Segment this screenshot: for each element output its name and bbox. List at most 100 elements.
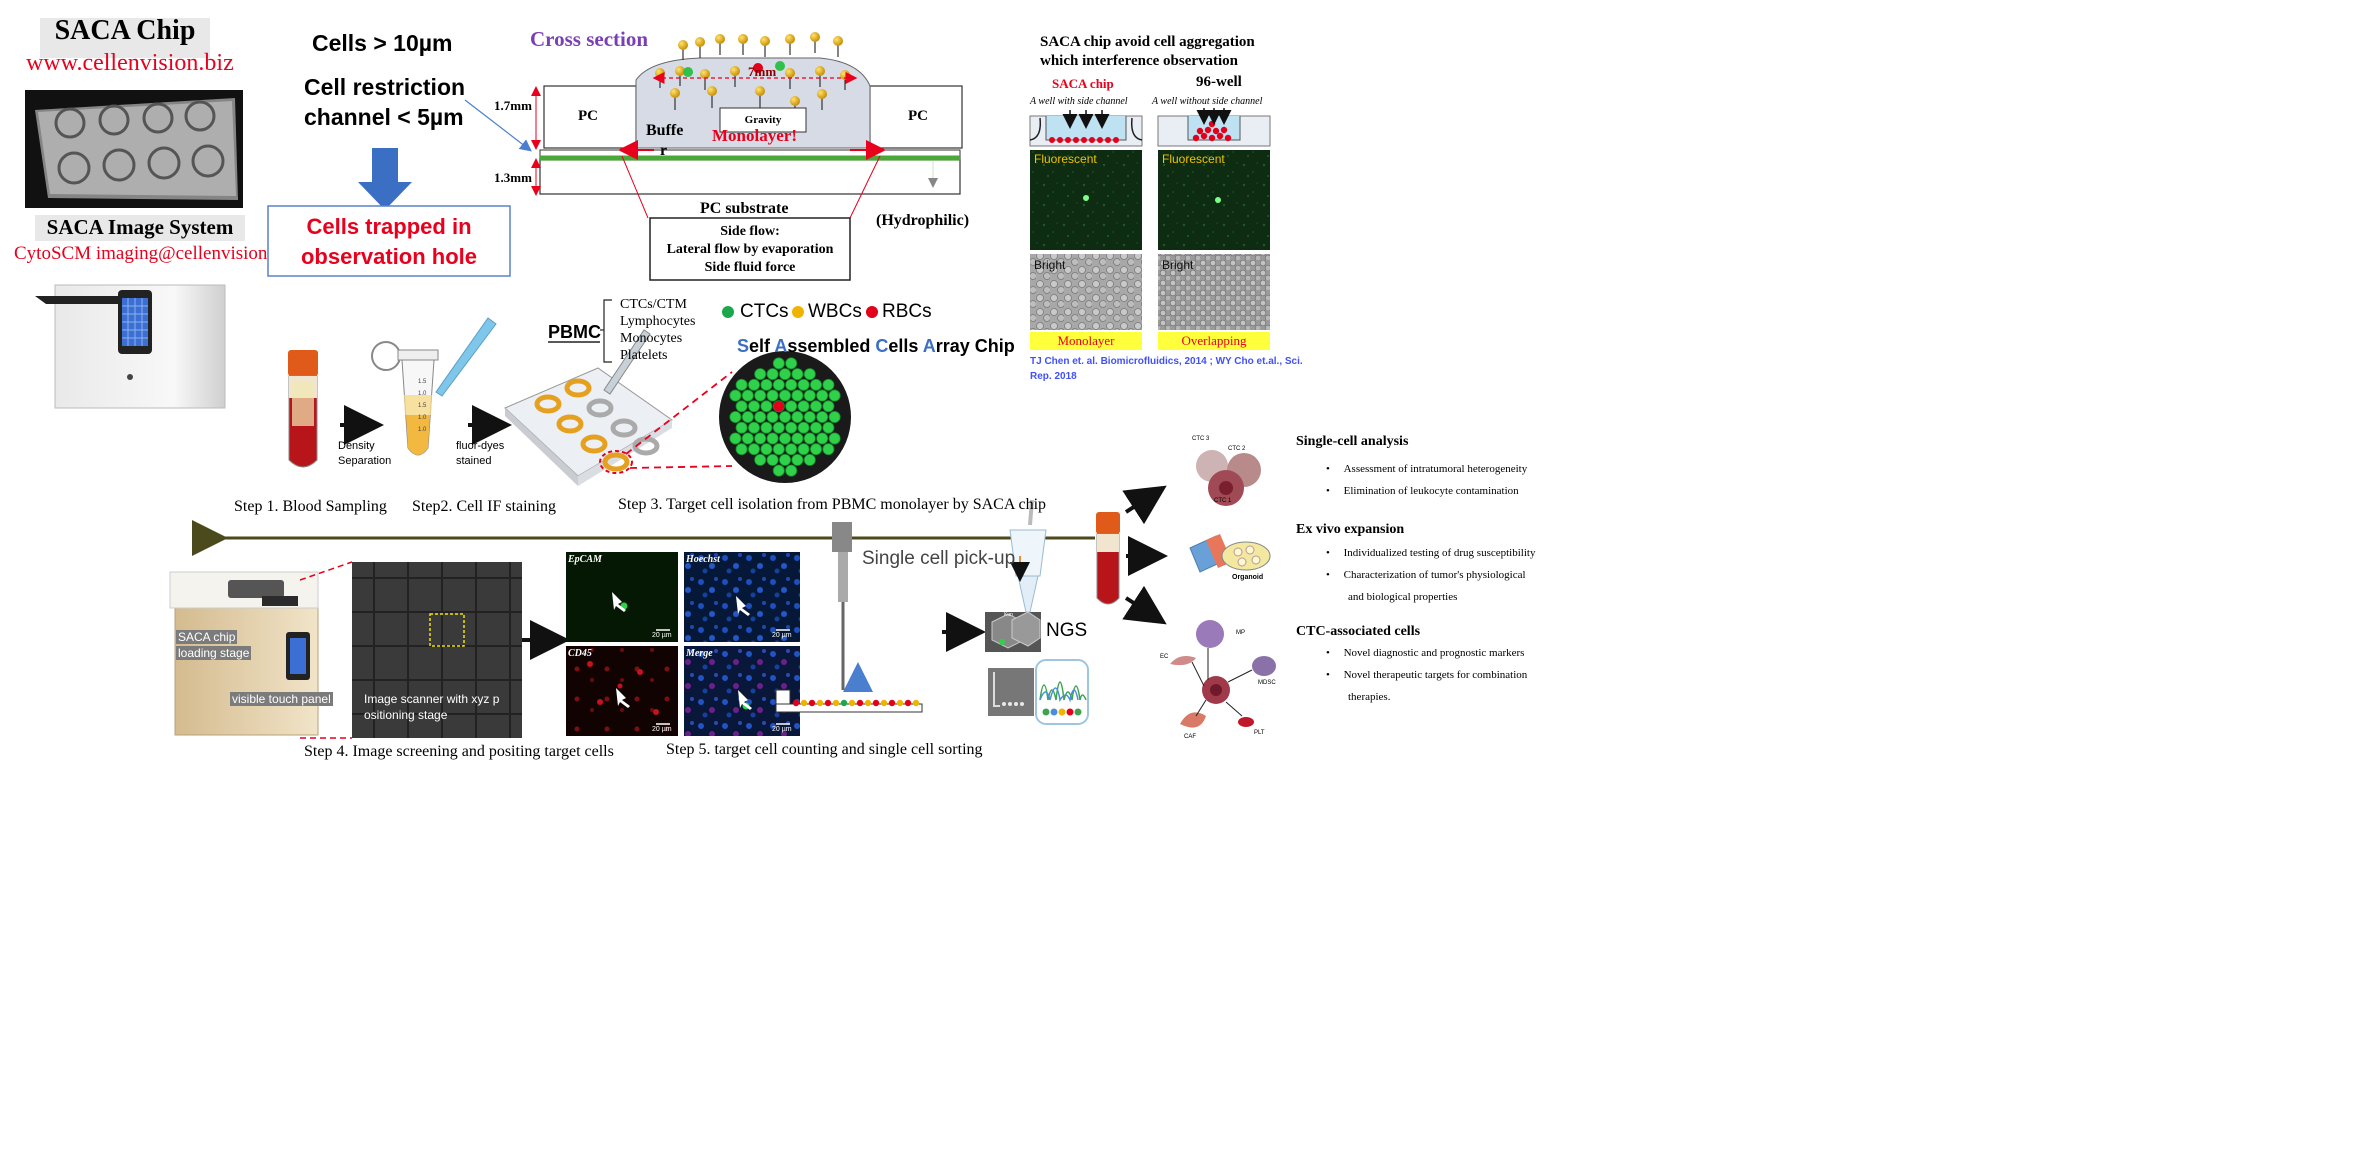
- rbc-dot-icon: [866, 306, 878, 318]
- callout-line-left: [621, 155, 649, 219]
- saca-word-1: elf: [749, 336, 775, 356]
- cross-section-diagram: [531, 32, 963, 281]
- dispense-pipette-icon: [1009, 499, 1047, 613]
- pickup-needle-icon: [832, 522, 852, 690]
- array-cell-dot: [754, 432, 767, 445]
- array-cell-dot: [822, 400, 835, 413]
- dim-bottom-label: 1.3mm: [494, 170, 532, 185]
- array-cell-dot: [760, 421, 773, 434]
- ex-vivo-item: and biological properties: [1326, 586, 1535, 608]
- pipette-icon: [435, 317, 497, 397]
- strip-cell-dot: [896, 699, 904, 707]
- array-cell-dot: [822, 421, 835, 434]
- strip-cell-dot: [832, 699, 840, 707]
- pc-block-right: [869, 85, 963, 149]
- array-cell-dot: [766, 389, 779, 402]
- bullet: •: [1326, 485, 1330, 497]
- scale-label-3: 20 µm: [652, 726, 672, 733]
- pbmc-item: Platelets: [620, 348, 668, 363]
- strip-cell-dot: [792, 699, 800, 707]
- 96-well-fluorescent-image: [1158, 150, 1270, 250]
- bright-label-2: Bright: [1162, 258, 1194, 272]
- array-cell-dot: [816, 432, 829, 445]
- pbmc-list: CTCs/CTM Lymphocytes Monocytes Platelets: [620, 296, 695, 364]
- array-cell-dot: [766, 432, 779, 445]
- array-cell-dot: [810, 378, 823, 391]
- array-cell-dot: [741, 432, 754, 445]
- array-cell-dot: [735, 400, 748, 413]
- array-cell-dot: [772, 421, 785, 434]
- panel-merge-label: Merge: [686, 648, 713, 659]
- ngs-chip-icon: [985, 611, 1041, 716]
- array-cell-dot: [772, 443, 785, 456]
- array-cell-dot: [779, 410, 792, 423]
- ctc-associated-cells-icon: [1170, 620, 1276, 728]
- ctc-assoc-item: therapies.: [1326, 686, 1527, 708]
- step3-label: Step 3. Target cell isolation from PBMC …: [618, 496, 1047, 513]
- scale-label-4: 20 µm: [772, 726, 792, 733]
- strip-cell-dot: [808, 699, 816, 707]
- organoid-flask-icon: [1189, 534, 1271, 573]
- cd45-panel: [566, 646, 678, 736]
- ctc-assoc-item: • Novel diagnostic and prognostic marker…: [1326, 642, 1527, 664]
- item-text: Novel therapeutic targets for combinatio…: [1343, 669, 1528, 681]
- system-subtitle: CytoSCM imaging@cellenvision: [14, 243, 268, 264]
- monolayer-label-bg: [1030, 332, 1142, 350]
- saca-chip-title: SACA Chip: [54, 15, 196, 46]
- array-cell-dot: [760, 378, 773, 391]
- array-cell-dot: [785, 421, 798, 434]
- strip-cell-dot: [824, 699, 832, 707]
- hydrophilic-label: (Hydrophilic): [876, 212, 970, 229]
- epcam-panel: [566, 552, 678, 642]
- saca-letter-s: S: [737, 336, 750, 356]
- ctc2-label: CTC 2: [1228, 446, 1246, 452]
- strip-cell-dot: [912, 699, 920, 707]
- strip-cell-dot: [888, 699, 896, 707]
- strip-cell-dot: [880, 699, 888, 707]
- ngs-chip-logo: Kun: [1004, 612, 1013, 618]
- monolayer-footer: Monolayer: [1057, 333, 1115, 348]
- array-cell-dot: [791, 432, 804, 445]
- strip-cell-dot: [816, 699, 824, 707]
- array-cell-dot: [748, 400, 761, 413]
- pointer-arrow: [464, 99, 532, 152]
- selection-box: [429, 613, 465, 647]
- left-panel: [25, 18, 245, 409]
- pbmc-item: Lymphocytes: [620, 314, 696, 329]
- bullet: •: [1326, 463, 1330, 475]
- down-arrow-icon: [358, 148, 412, 210]
- saca-chip-photo: [25, 90, 243, 208]
- array-cell-dot: [729, 432, 742, 445]
- tube-mark: 1.5: [418, 379, 427, 385]
- bullet: •: [1326, 647, 1330, 659]
- array-cell-dot: [729, 410, 742, 423]
- item-text: Novel diagnostic and prognostic markers: [1343, 647, 1525, 659]
- array-cell-dot: [791, 368, 804, 381]
- arrow-single-cell: [1122, 485, 1167, 525]
- website-link[interactable]: www.cellenvision.biz: [26, 50, 234, 76]
- wbc-dot-icon: [792, 306, 804, 318]
- ec-label: EC: [1160, 654, 1169, 660]
- saca-letter-c: C: [875, 336, 889, 356]
- ctc-assoc-list: • Novel diagnostic and prognostic marker…: [1326, 642, 1527, 708]
- pbmc-label: PBMC: [548, 322, 601, 342]
- ex-vivo-title: Ex vivo expansion: [1296, 522, 1405, 537]
- strip-cell-dot: [872, 699, 880, 707]
- array-cell-dot: [810, 443, 823, 456]
- saca-chip-title-bg: [40, 18, 210, 58]
- bullet: •: [1326, 547, 1330, 559]
- chip-stage-label-1: SACA chip: [176, 630, 238, 644]
- saca-letter-a2: A: [922, 336, 936, 356]
- applications-panel: [1096, 450, 1276, 728]
- legend-rbc: RBCs: [882, 301, 932, 322]
- array-cell-dot: [779, 368, 792, 381]
- array-cell-dot: [791, 453, 804, 466]
- array-cell-dot: [797, 378, 810, 391]
- organoid-label: Organoid: [1232, 574, 1264, 581]
- step4-label: Step 4. Image screening and positing tar…: [304, 743, 614, 760]
- array-cell-dot: [810, 400, 823, 413]
- array-cell-dot: [822, 443, 835, 456]
- array-cell-dot: [816, 389, 829, 402]
- item-text: Assessment of intratumoral heterogeneity: [1343, 463, 1528, 475]
